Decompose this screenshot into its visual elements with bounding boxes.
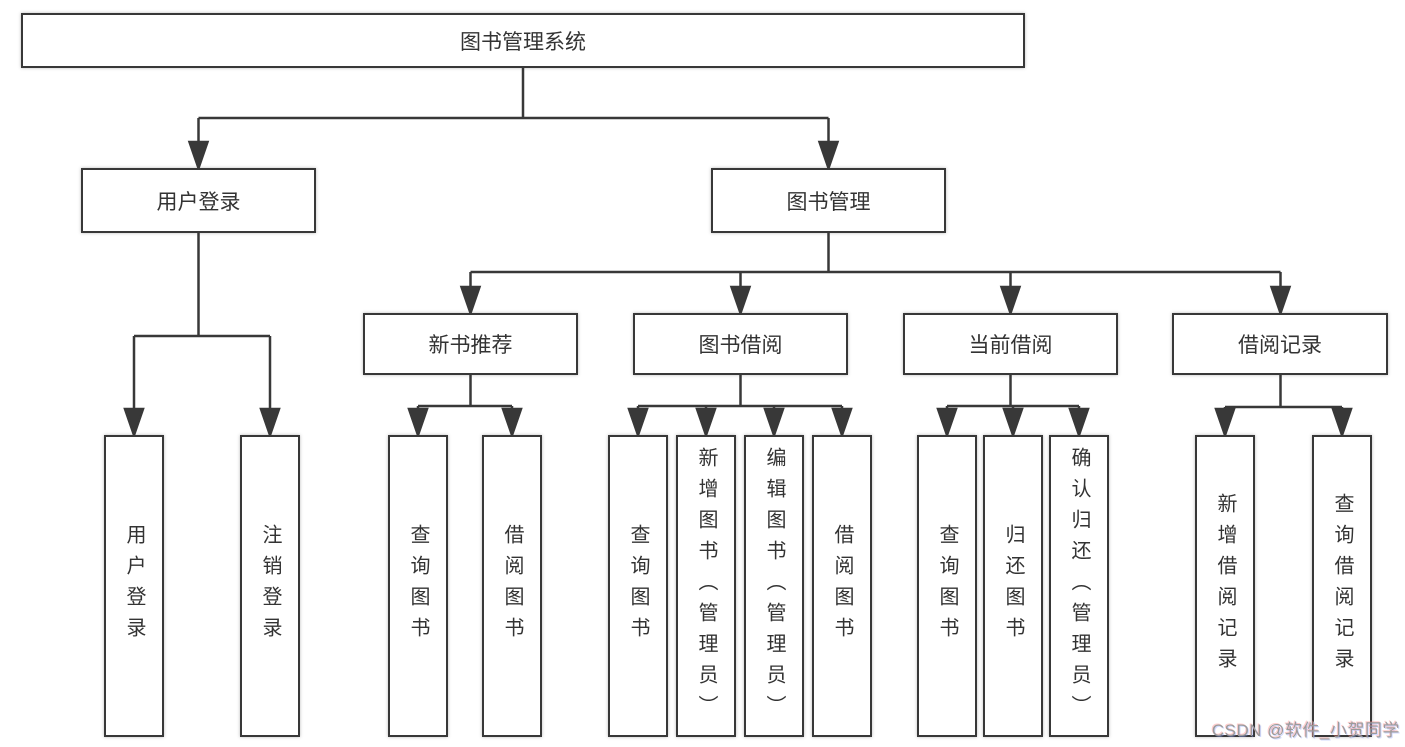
node-leaf-logout: 注销登录 <box>240 435 300 737</box>
csdn-watermark: CSDN @软件_小贺同学 <box>1211 721 1400 740</box>
node-new-book-recommend: 新书推荐 <box>363 313 578 375</box>
arrowhead-icon <box>817 140 840 172</box>
node-label: 查询图书 <box>627 524 649 648</box>
node-book-borrow: 图书借阅 <box>633 313 848 375</box>
arrowhead-icon <box>936 407 958 439</box>
node-leaf-query-book-under-recommend: 查询图书 <box>388 435 448 737</box>
arrowhead-icon <box>259 407 281 439</box>
node-label: 查询图书 <box>936 524 958 648</box>
arrowhead-icon <box>763 407 785 439</box>
node-label: 借阅记录 <box>1238 334 1322 357</box>
connector-line <box>469 233 1282 307</box>
node-leaf-query-book-under-current: 查询图书 <box>917 435 977 737</box>
node-label: 用户登录 <box>156 190 241 214</box>
connector-line <box>636 375 844 429</box>
node-user-login: 用户登录 <box>81 168 316 233</box>
arrowhead-icon <box>1331 407 1353 439</box>
node-label: 编辑图书（管理员） <box>763 446 785 726</box>
node-label: 借阅图书 <box>831 524 853 648</box>
arrowhead-icon <box>627 407 649 439</box>
connector-book-borrow-to-children <box>627 375 853 439</box>
connector-current-borrow-to-children <box>936 375 1090 439</box>
connector-root-to-level2 <box>187 68 840 172</box>
connector-new-book-rec-to-children <box>407 375 523 439</box>
node-borrow-record: 借阅记录 <box>1172 313 1388 375</box>
arrowhead-icon <box>187 140 210 172</box>
node-label: 借阅图书 <box>501 524 523 648</box>
arrowhead-icon <box>1269 285 1292 317</box>
connector-book-management-to-children <box>459 233 1292 317</box>
node-label: 查询借阅记录 <box>1331 493 1353 679</box>
node-label: 确认归还（管理员） <box>1068 446 1090 726</box>
node-leaf-add-borrow-record: 新增借阅记录 <box>1195 435 1255 737</box>
node-leaf-borrow-book-under-recommend: 借阅图书 <box>482 435 542 737</box>
connector-line <box>416 375 514 429</box>
node-label: 图书管理 <box>786 190 871 214</box>
node-label: 新增图书（管理员） <box>695 446 717 726</box>
node-leaf-add-book-admin: 新增图书（管理员） <box>676 435 736 737</box>
connector-user-login-to-children <box>123 233 281 439</box>
node-label: 当前借阅 <box>968 334 1053 357</box>
node-label: 图书管理系统 <box>460 30 586 54</box>
node-label: 新增借阅记录 <box>1214 493 1236 679</box>
node-leaf-confirm-return-admin: 确认归还（管理员） <box>1049 435 1109 737</box>
node-label: 注销登录 <box>259 524 281 648</box>
node-label: 新书推荐 <box>428 334 513 357</box>
node-leaf-query-borrow-record: 查询借阅记录 <box>1312 435 1372 737</box>
arrowhead-icon <box>1002 407 1024 439</box>
arrowhead-icon <box>1068 407 1090 439</box>
arrowhead-icon <box>501 407 523 439</box>
node-leaf-edit-book-admin: 编辑图书（管理员） <box>744 435 804 737</box>
arrowhead-icon <box>729 285 752 317</box>
node-leaf-user-login: 用户登录 <box>104 435 164 737</box>
connector-line <box>1223 375 1344 429</box>
node-leaf-return-book: 归还图书 <box>983 435 1043 737</box>
arrowhead-icon <box>123 407 145 439</box>
arrowhead-icon <box>831 407 853 439</box>
arrowhead-icon <box>999 285 1022 317</box>
arrowhead-icon <box>1214 407 1236 439</box>
node-label: 用户登录 <box>123 524 145 648</box>
node-label: 查询图书 <box>407 524 429 648</box>
node-label: 归还图书 <box>1002 524 1024 648</box>
node-current-borrow: 当前借阅 <box>903 313 1118 375</box>
connector-borrow-record-to-children <box>1214 375 1353 439</box>
arrowhead-icon <box>695 407 717 439</box>
node-leaf-query-book-under-borrow: 查询图书 <box>608 435 668 737</box>
arrowhead-icon <box>407 407 429 439</box>
node-book-management: 图书管理 <box>711 168 946 233</box>
connector-line <box>197 68 830 162</box>
node-leaf-borrow-book: 借阅图书 <box>812 435 872 737</box>
connector-line <box>132 233 272 429</box>
node-label: 图书借阅 <box>698 334 783 357</box>
arrowhead-icon <box>459 285 482 317</box>
node-library-management-system: 图书管理系统 <box>21 13 1025 68</box>
